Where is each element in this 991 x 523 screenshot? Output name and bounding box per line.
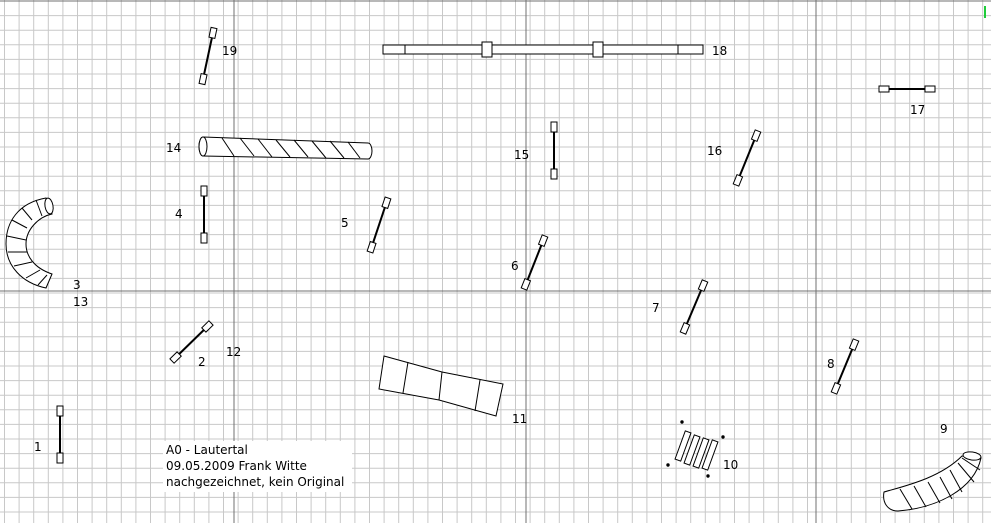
label-14: 14 xyxy=(166,141,182,155)
label-13: 13 xyxy=(73,295,89,309)
obstacle-10-weave xyxy=(666,420,725,478)
label-12: 12 xyxy=(226,345,242,359)
obstacle-9-curved-tunnel xyxy=(883,451,982,512)
obstacle-11-bridge xyxy=(378,355,504,417)
obstacle-hurdle-15 xyxy=(550,121,558,180)
label-18: 18 xyxy=(712,44,728,58)
course-caption: A0 - Lautertal 09.05.2009 Frank Witte na… xyxy=(163,441,353,492)
obstacle-18-dogwalk xyxy=(382,41,704,58)
obstacle-hurdle-19 xyxy=(198,26,218,86)
obstacle-hurdle-8 xyxy=(830,338,860,395)
obstacle-hurdle-2 xyxy=(169,320,214,364)
label-17: 17 xyxy=(910,103,926,117)
corner-marker xyxy=(984,6,986,18)
label-2: 2 xyxy=(198,355,206,369)
label-15: 15 xyxy=(514,148,530,162)
label-4: 4 xyxy=(175,207,183,221)
obstacle-hurdle-5 xyxy=(366,196,392,254)
label-16: 16 xyxy=(707,144,723,158)
obstacle-hurdle-6 xyxy=(520,234,549,291)
label-7: 7 xyxy=(652,301,660,315)
obstacle-hurdle-7 xyxy=(679,279,709,335)
caption-date-author: 09.05.2009 Frank Witte xyxy=(166,459,307,473)
label-10: 10 xyxy=(723,458,739,472)
obstacle-hurdle-1 xyxy=(56,405,64,464)
label-8: 8 xyxy=(827,357,835,371)
caption-note: nachgezeichnet, kein Original xyxy=(166,475,345,489)
label-3: 3 xyxy=(73,278,81,292)
obstacle-hurdle-4 xyxy=(200,185,208,244)
label-9: 9 xyxy=(940,422,948,436)
obstacle-3-13-curved-tunnel xyxy=(5,197,54,289)
obstacle-14-tunnel xyxy=(198,136,373,160)
caption-title: A0 - Lautertal xyxy=(166,443,248,457)
obstacle-hurdle-16 xyxy=(732,129,762,187)
label-19: 19 xyxy=(222,44,238,58)
label-11: 11 xyxy=(512,412,528,426)
label-1: 1 xyxy=(34,440,42,454)
label-5: 5 xyxy=(341,216,349,230)
obstacle-hurdle-17 xyxy=(878,85,936,93)
label-6: 6 xyxy=(511,259,519,273)
